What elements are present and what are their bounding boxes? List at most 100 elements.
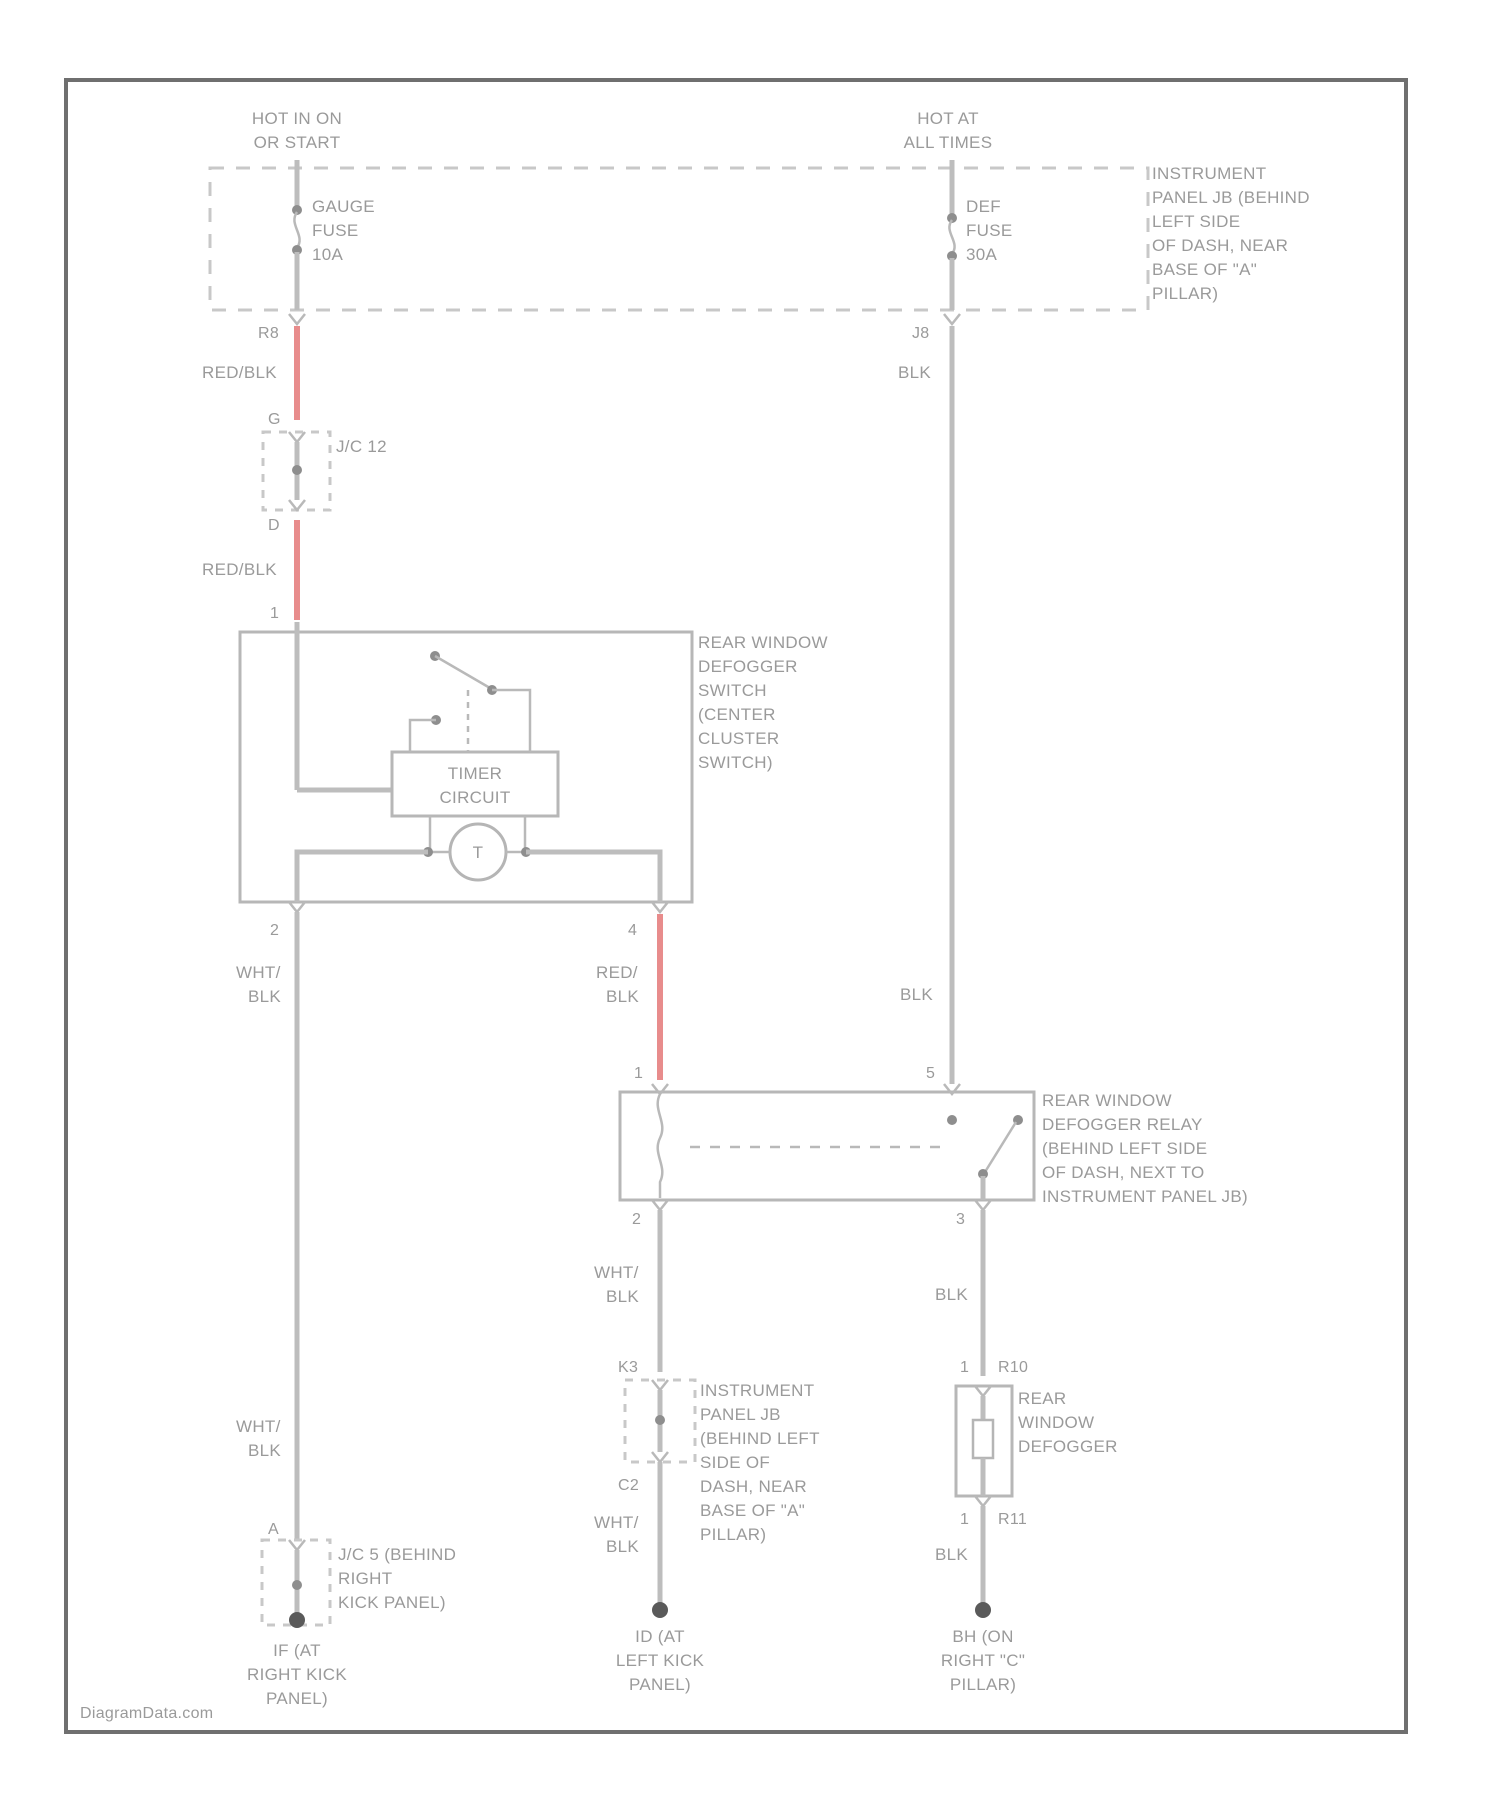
svg-text:R11: R11 [998, 1511, 1027, 1528]
ground-id-label: ID (AT LEFT KICK PANEL) [616, 1627, 705, 1694]
svg-text:BLK: BLK [606, 1287, 639, 1306]
svg-text:PANEL JB: PANEL JB [700, 1405, 781, 1424]
jc12-label: J/C 12 [336, 437, 387, 456]
defogger-relay-label: REAR WINDOW DEFOGGER RELAY (BEHIND LEFT … [1042, 1091, 1248, 1206]
svg-text:BLK: BLK [900, 985, 933, 1004]
svg-text:BLK: BLK [606, 1537, 639, 1556]
svg-text:5: 5 [926, 1065, 935, 1082]
svg-text:PANEL JB (BEHIND: PANEL JB (BEHIND [1152, 188, 1310, 207]
svg-text:WHT/: WHT/ [594, 1513, 639, 1532]
svg-text:KICK PANEL): KICK PANEL) [338, 1593, 446, 1612]
svg-text:REAR WINDOW: REAR WINDOW [698, 633, 828, 652]
svg-text:K3: K3 [618, 1359, 638, 1376]
svg-text:1: 1 [634, 1065, 643, 1082]
ground-bh-label: BH (ON RIGHT "C" PILLAR) [941, 1627, 1025, 1694]
svg-text:J/C 5 (BEHIND: J/C 5 (BEHIND [338, 1545, 456, 1564]
svg-text:BLK: BLK [935, 1545, 968, 1564]
svg-text:WHT/: WHT/ [236, 963, 281, 982]
svg-text:BASE OF "A": BASE OF "A" [1152, 260, 1257, 279]
svg-text:ID (AT: ID (AT [635, 1627, 685, 1646]
gauge-fuse-label: GAUGE FUSE 10A [312, 197, 375, 264]
svg-text:PILLAR): PILLAR) [700, 1525, 766, 1544]
svg-text:WHT/: WHT/ [594, 1263, 639, 1282]
svg-text:2: 2 [270, 922, 279, 939]
svg-text:REAR WINDOW: REAR WINDOW [1042, 1091, 1172, 1110]
relay-coil [658, 1094, 663, 1198]
svg-text:OR START: OR START [254, 133, 341, 152]
defogger-switch-label: REAR WINDOW DEFOGGER SWITCH (CENTER CLUS… [698, 633, 828, 772]
svg-text:RIGHT KICK: RIGHT KICK [247, 1665, 347, 1684]
svg-text:OF DASH, NEXT TO: OF DASH, NEXT TO [1042, 1163, 1205, 1182]
gauge-fuse-symbol [294, 212, 299, 248]
svg-text:3: 3 [956, 1211, 965, 1228]
svg-text:TIMER: TIMER [448, 764, 502, 783]
def-fuse-symbol [949, 220, 954, 254]
svg-text:DEFOGGER: DEFOGGER [698, 657, 798, 676]
svg-text:C2: C2 [618, 1477, 639, 1494]
svg-text:BLK: BLK [898, 363, 931, 382]
svg-text:SWITCH: SWITCH [698, 681, 767, 700]
defogger-relay-box [620, 1092, 1034, 1200]
svg-text:OF DASH, NEAR: OF DASH, NEAR [1152, 236, 1288, 255]
svg-text:REAR: REAR [1018, 1389, 1066, 1408]
pin-r8: R8 [258, 325, 279, 342]
svg-text:BASE OF "A": BASE OF "A" [700, 1501, 805, 1520]
ipjb-label: INSTRUMENT PANEL JB (BEHIND LEFT SIDE OF… [1152, 164, 1310, 303]
svg-text:GAUGE: GAUGE [312, 197, 375, 216]
svg-text:(CENTER: (CENTER [698, 705, 776, 724]
svg-text:RED/BLK: RED/BLK [202, 560, 277, 579]
svg-text:BLK: BLK [248, 1441, 281, 1460]
svg-text:DEF: DEF [966, 197, 1001, 216]
svg-text:CLUSTER: CLUSTER [698, 729, 779, 748]
svg-text:WHT/: WHT/ [236, 1417, 281, 1436]
svg-text:RIGHT "C": RIGHT "C" [941, 1651, 1025, 1670]
svg-text:CIRCUIT: CIRCUIT [439, 788, 510, 807]
svg-text:RIGHT: RIGHT [338, 1569, 392, 1588]
svg-text:T: T [473, 843, 484, 862]
source-left-label: HOT IN ON OR START [252, 109, 342, 152]
watermark: DiagramData.com [80, 1705, 213, 1722]
svg-text:DASH, NEAR: DASH, NEAR [700, 1477, 807, 1496]
svg-text:FUSE: FUSE [312, 221, 359, 240]
ipjb2-label: INSTRUMENT PANEL JB (BEHIND LEFT SIDE OF… [700, 1381, 820, 1544]
svg-text:INSTRUMENT PANEL JB): INSTRUMENT PANEL JB) [1042, 1187, 1248, 1206]
svg-text:10A: 10A [312, 245, 344, 264]
svg-text:R10: R10 [998, 1359, 1028, 1376]
ground-id [652, 1602, 668, 1618]
source-right-label: HOT AT ALL TIMES [904, 109, 993, 152]
svg-text:PANEL): PANEL) [629, 1675, 691, 1694]
ground-bh [975, 1602, 991, 1618]
svg-text:DEFOGGER: DEFOGGER [1018, 1437, 1118, 1456]
svg-text:HOT AT: HOT AT [917, 109, 979, 128]
svg-text:DEFOGGER RELAY: DEFOGGER RELAY [1042, 1115, 1203, 1134]
svg-text:BLK: BLK [606, 987, 639, 1006]
svg-text:ALL TIMES: ALL TIMES [904, 133, 993, 152]
svg-text:INSTRUMENT: INSTRUMENT [700, 1381, 814, 1400]
ground-if-label: IF (AT RIGHT KICK PANEL) [247, 1641, 347, 1708]
svg-text:(BEHIND LEFT: (BEHIND LEFT [700, 1429, 820, 1448]
svg-text:IF (AT: IF (AT [273, 1641, 321, 1660]
jc5-label: J/C 5 (BEHIND RIGHT KICK PANEL) [338, 1545, 456, 1612]
rear-defogger-label: REAR WINDOW DEFOGGER [1018, 1389, 1118, 1456]
svg-text:LEFT KICK: LEFT KICK [616, 1651, 705, 1670]
ground-if [289, 1612, 305, 1628]
svg-text:SIDE OF: SIDE OF [700, 1453, 770, 1472]
svg-text:1: 1 [960, 1359, 969, 1376]
svg-text:PILLAR): PILLAR) [950, 1675, 1016, 1694]
defogger-grid-element [973, 1420, 993, 1458]
svg-text:30A: 30A [966, 245, 998, 264]
svg-text:SWITCH): SWITCH) [698, 753, 773, 772]
svg-text:RED/: RED/ [596, 963, 638, 982]
jc12-pin-d: D [268, 517, 280, 534]
svg-text:LEFT SIDE: LEFT SIDE [1152, 212, 1240, 231]
svg-text:A: A [268, 1521, 279, 1538]
svg-text:BLK: BLK [248, 987, 281, 1006]
svg-text:PANEL): PANEL) [266, 1689, 328, 1708]
svg-text:BLK: BLK [935, 1285, 968, 1304]
def-fuse-label: DEF FUSE 30A [966, 197, 1013, 264]
svg-text:1: 1 [960, 1511, 969, 1528]
svg-text:HOT IN ON: HOT IN ON [252, 109, 342, 128]
svg-text:RED/BLK: RED/BLK [202, 363, 277, 382]
svg-text:4: 4 [628, 922, 637, 939]
